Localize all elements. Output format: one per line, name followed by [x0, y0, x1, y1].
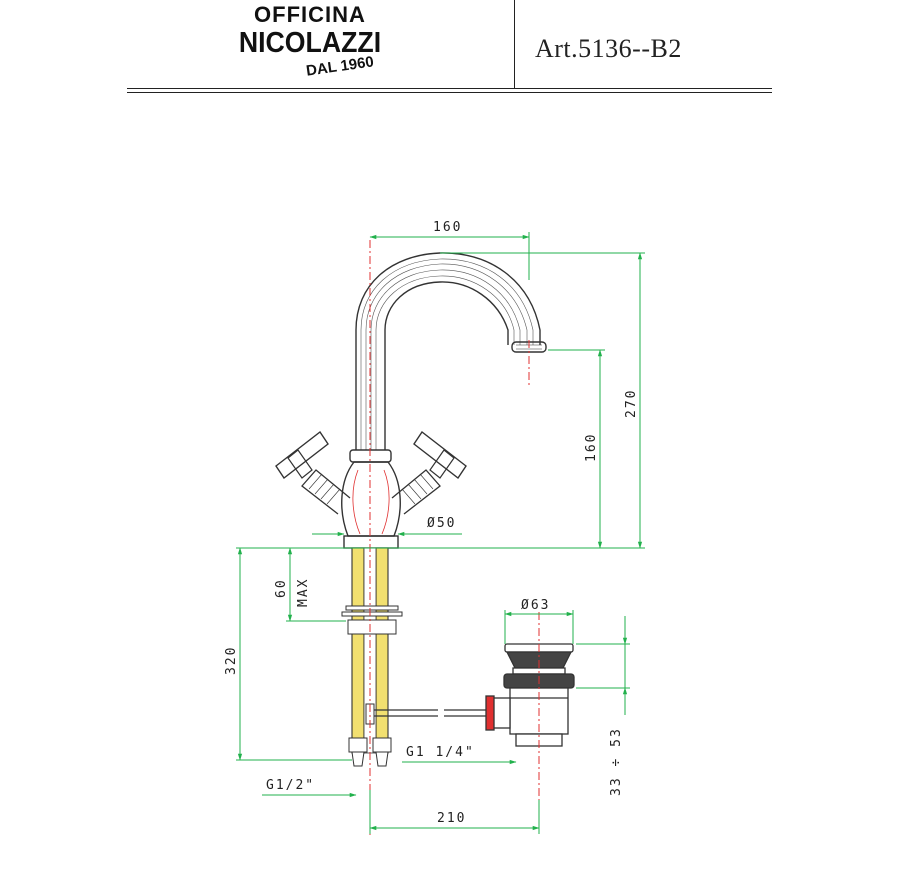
dim-waste-range: 33 ÷ 53 [609, 727, 624, 796]
article-number: Art.5136--B2 [535, 34, 682, 63]
dim-max-deck: 60 [274, 578, 289, 598]
supply-hoses [341, 547, 403, 767]
dim-total-height: 270 [624, 389, 639, 418]
brand-line-1: OFFICINA [254, 2, 366, 27]
dim-inlet-thread: G1/2" [266, 778, 315, 793]
header-rule [127, 88, 772, 89]
brand-logo: OFFICINA NICOLAZZI DAL 1960 [210, 0, 410, 80]
dim-spout-height: 160 [584, 433, 599, 462]
dim-waste-thread: G1 1/4" [406, 745, 475, 760]
dim-base-diameter: Ø50 [427, 516, 456, 531]
left-valve [275, 430, 351, 515]
valve-body [341, 461, 401, 537]
dim-shank-length: 320 [224, 646, 239, 675]
popup-rod [365, 703, 488, 725]
dim-waste-diameter: Ø63 [521, 598, 550, 613]
title-block: OFFICINA NICOLAZZI DAL 1960 Art.5136--B2 [0, 0, 900, 95]
dim-center-distance: 210 [437, 811, 466, 826]
spout [355, 252, 547, 450]
title-divider [514, 0, 515, 89]
faucet-base [343, 535, 399, 549]
dim-spout-reach: 160 [433, 220, 462, 235]
brand-line-2: NICOLAZZI [238, 27, 382, 59]
pop-up-waste [485, 643, 575, 747]
header-rule-2 [127, 92, 772, 93]
faucet-body [275, 252, 547, 549]
dimension-lines [236, 232, 645, 834]
center-lines [369, 240, 540, 835]
dim-max-label: MAX [296, 578, 311, 607]
right-valve [391, 430, 467, 515]
